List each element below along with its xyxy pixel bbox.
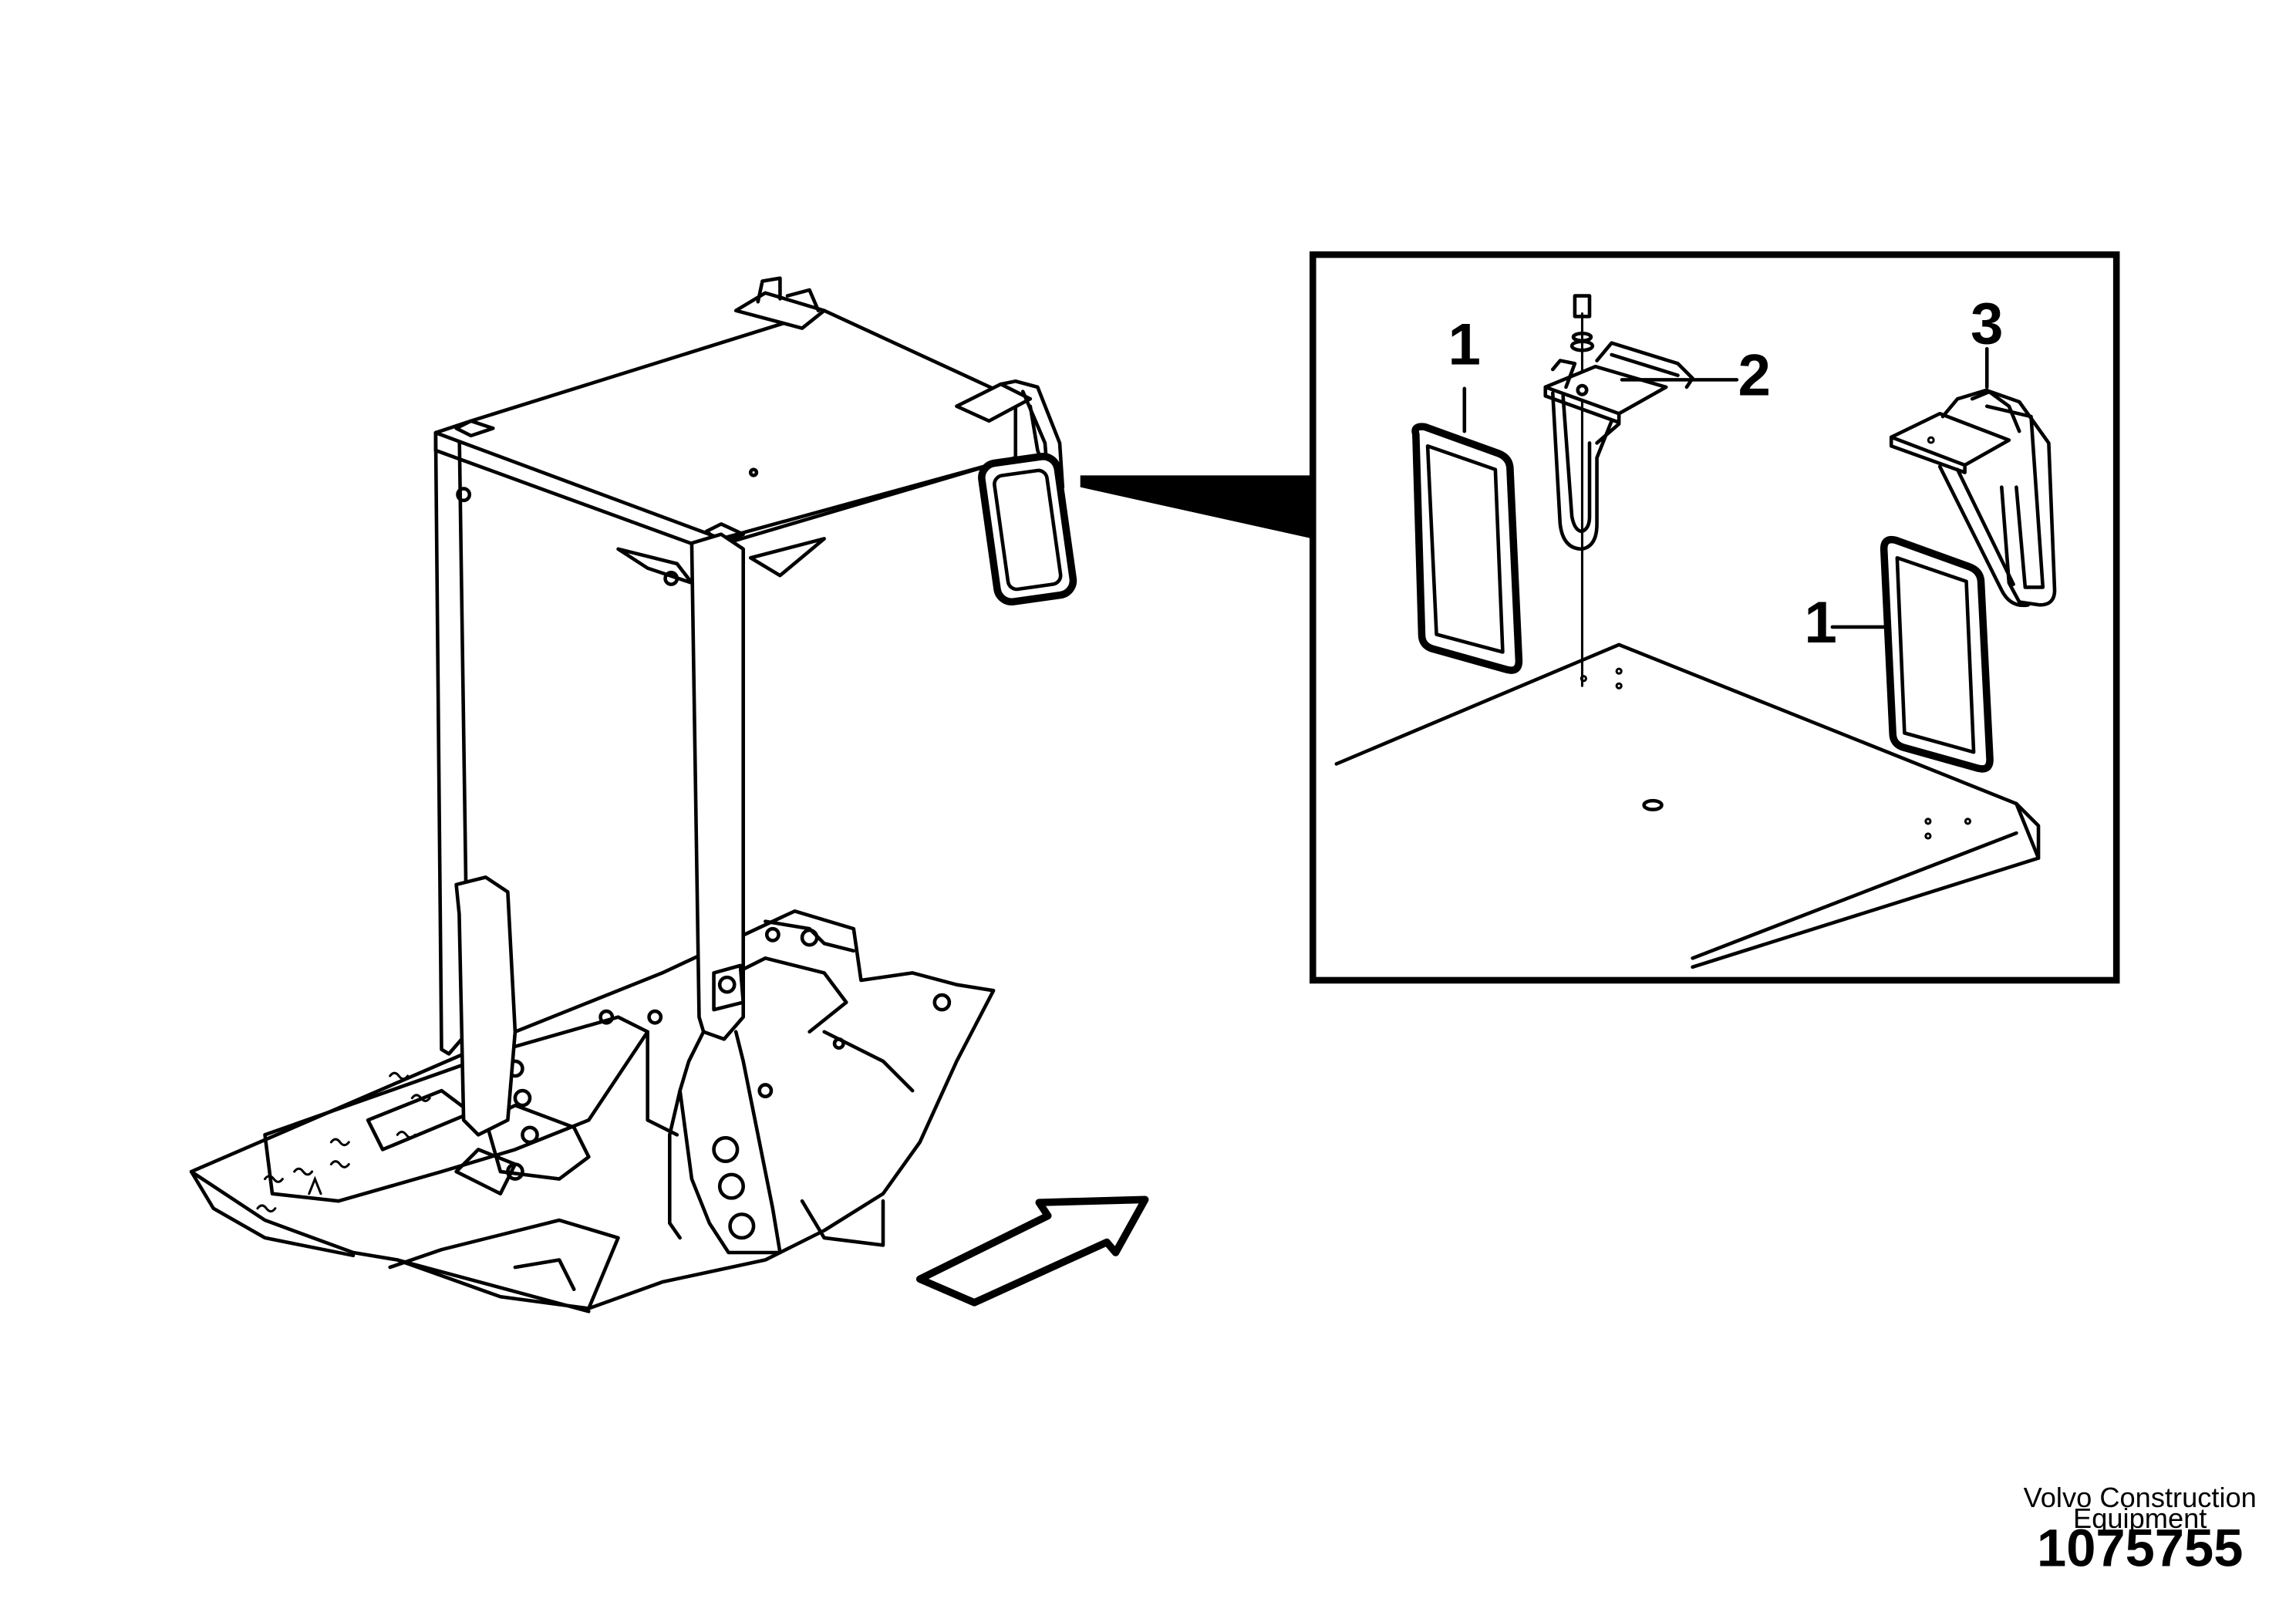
detail-view: 1 2 3 1: [1309, 251, 2120, 984]
callout-1-right: 1: [1804, 590, 1836, 656]
callout-1-left: 1: [1448, 312, 1481, 377]
direction-arrow: [915, 1195, 1149, 1307]
detail-roof-plate: [1334, 642, 2041, 969]
document-number: 1075755: [2037, 1518, 2243, 1577]
brand-line-1: Volvo Construction: [2024, 1482, 2257, 1513]
machine-frame-drawing: [189, 276, 1149, 1313]
rear-post: [433, 423, 518, 1137]
mirror-on-machine: [955, 379, 1077, 606]
front-post: [668, 532, 782, 1255]
mirror-bracket-right: [1889, 388, 2057, 608]
detail-leader: [1080, 475, 1313, 539]
mirror-right: [1880, 535, 1994, 773]
chassis: [189, 909, 996, 1313]
callout-3: 3: [1971, 292, 2003, 357]
callout-2: 2: [1738, 343, 1771, 409]
brand-line-2: Equipment: [2073, 1502, 2207, 1534]
roof-bracket-rear: [733, 276, 826, 330]
mirror-left: [1411, 423, 1523, 674]
footer: Volvo Construction Equipment 1075755: [2024, 1482, 2257, 1577]
